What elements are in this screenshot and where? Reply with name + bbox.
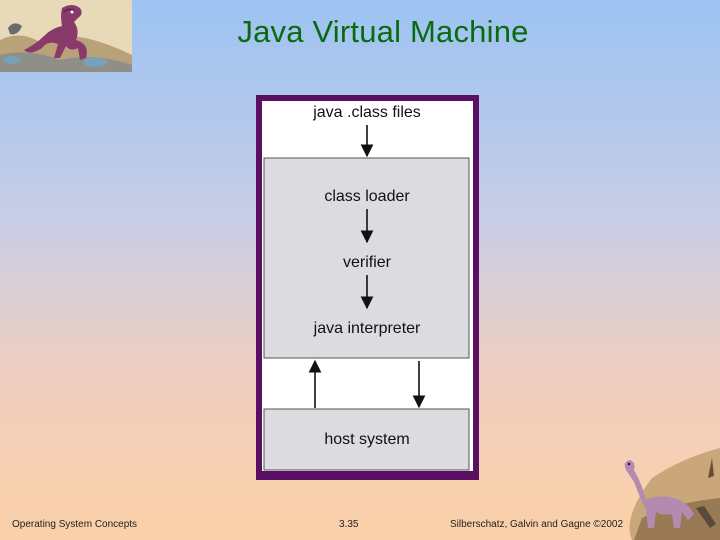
dinosaur-illustration-bottom-right — [624, 448, 720, 540]
verifier-label: verifier — [343, 254, 392, 271]
slide-title: Java Virtual Machine — [237, 14, 529, 49]
class-files-label: java .class files — [312, 104, 421, 121]
host-system-box — [263, 408, 470, 471]
footer-page-number: 3.35 — [339, 519, 359, 530]
class-loader-label: class loader — [324, 188, 410, 205]
jvm-diagram: java .class files class loader verifier … — [256, 95, 479, 480]
footer-course-title: Operating System Concepts — [12, 519, 138, 530]
jvm-box — [263, 157, 470, 359]
host-system-label: host system — [324, 431, 409, 448]
java-interpreter-label: java interpreter — [313, 320, 421, 337]
footer-copyright: Silberschatz, Galvin and Gagne ©2002 — [450, 519, 624, 530]
dinosaur-illustration-top-left — [0, 0, 132, 72]
